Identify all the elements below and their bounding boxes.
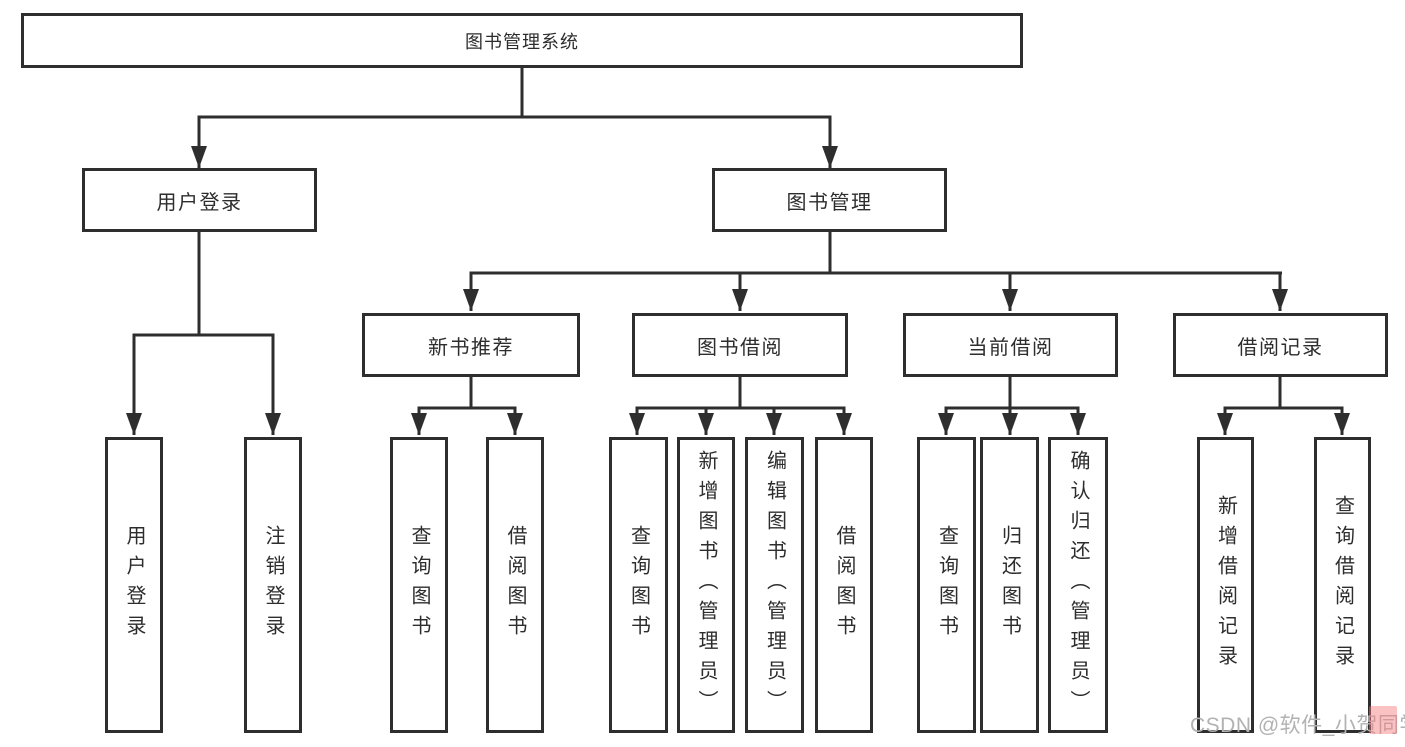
leaf-query-borrow-record-label: 查询借阅记录 xyxy=(1331,495,1354,675)
leaf-add-borrow-record: 新增借阅记录 xyxy=(1197,437,1254,733)
leaf-borrowing-query-books-label: 查询图书 xyxy=(627,525,650,645)
leaf-borrowing-query-books: 查询图书 xyxy=(609,437,668,733)
connector-root-to-level2 xyxy=(197,68,832,119)
leaf-current-query-books: 查询图书 xyxy=(917,437,976,733)
leaf-confirm-return-admin-label: 确认归还（管理员） xyxy=(1067,450,1089,720)
leaf-recommend-query-books: 查询图书 xyxy=(390,437,448,733)
connector-new-book-recommend-group xyxy=(417,377,517,410)
leaf-query-borrow-record: 查询借阅记录 xyxy=(1314,437,1371,733)
leaf-borrow-books-label: 借阅图书 xyxy=(833,525,855,645)
leaf-user-login: 用户登录 xyxy=(105,437,163,733)
leaf-add-borrow-record-label: 新增借阅记录 xyxy=(1214,495,1237,675)
watermark-text: CSDN @软件_小贺同学 xyxy=(1190,714,1405,737)
leaf-recommend-query-books-label: 查询图书 xyxy=(408,525,430,645)
node-book-management-system: 图书管理系统 xyxy=(21,13,1023,68)
leaf-confirm-return-admin: 确认归还（管理员） xyxy=(1048,437,1108,733)
connector-book-management-group xyxy=(469,232,1282,275)
connector-book-borrowing-group xyxy=(635,377,846,410)
leaf-logout: 注销登录 xyxy=(244,437,302,733)
leaf-borrow-books: 借阅图书 xyxy=(815,437,873,733)
leaf-current-query-books-label: 查询图书 xyxy=(935,525,958,645)
node-new-book-recommend: 新书推荐 xyxy=(362,313,580,377)
leaf-user-login-label: 用户登录 xyxy=(123,525,145,645)
leaf-return-books-label: 归还图书 xyxy=(998,525,1021,645)
leaf-add-books-admin: 新增图书（管理员） xyxy=(677,437,735,733)
node-book-borrowing: 图书借阅 xyxy=(632,313,848,377)
leaf-logout-label: 注销登录 xyxy=(262,525,284,645)
leaf-edit-books-admin: 编辑图书（管理员） xyxy=(745,437,804,733)
leaf-return-books: 归还图书 xyxy=(980,437,1039,733)
node-book-management: 图书管理 xyxy=(712,168,947,232)
leaf-recommend-borrow-books: 借阅图书 xyxy=(486,437,544,733)
leaf-recommend-borrow-books-label: 借阅图书 xyxy=(504,525,526,645)
node-current-borrowing: 当前借阅 xyxy=(903,313,1118,377)
leaf-edit-books-admin-label: 编辑图书（管理员） xyxy=(763,450,786,720)
node-user-login: 用户登录 xyxy=(82,168,317,232)
connector-borrowing-records-group xyxy=(1223,377,1344,410)
leaf-add-books-admin-label: 新增图书（管理员） xyxy=(695,450,717,720)
node-borrowing-records: 借阅记录 xyxy=(1173,313,1388,377)
watermark-accent-patch xyxy=(1369,706,1397,734)
connector-user-login-group xyxy=(132,232,275,337)
connector-current-borrowing-group xyxy=(944,377,1080,410)
